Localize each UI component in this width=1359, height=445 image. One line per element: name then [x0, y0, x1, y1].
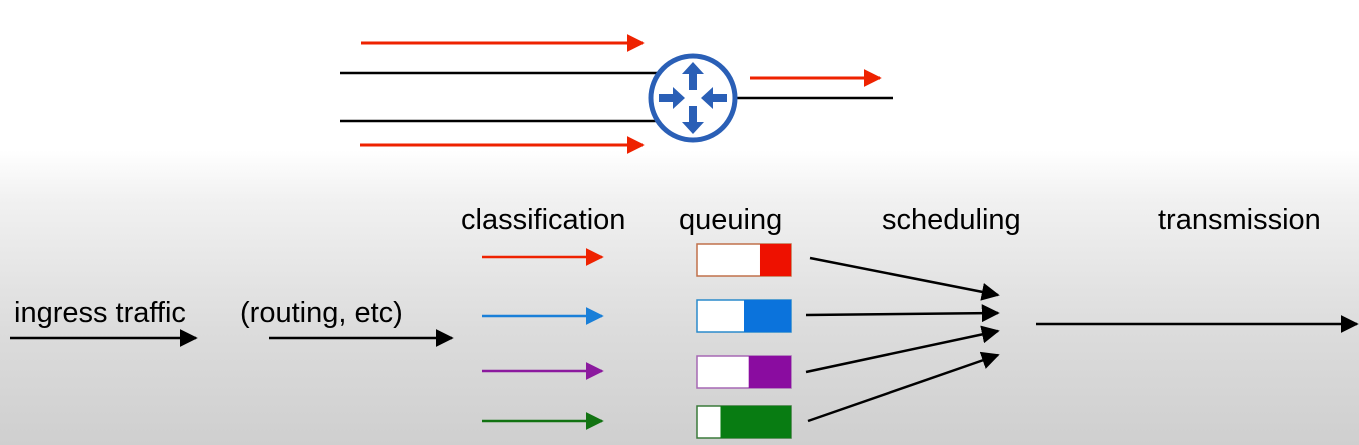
- green-queue-fill: [720, 406, 791, 438]
- stage-label-queuing: queuing: [679, 204, 782, 236]
- queues: [696, 243, 792, 439]
- schedule-arrow-purple: [805, 325, 1000, 374]
- red-queue: [696, 243, 792, 277]
- schedule-arrow-blue: [805, 304, 1000, 323]
- stage-label-scheduling: scheduling: [882, 204, 1021, 236]
- ingress-traffic-label: ingress traffic: [14, 297, 186, 329]
- schedule-arrow-red: [809, 256, 1000, 301]
- blue-queue: [696, 299, 792, 333]
- purple-queue-fill: [748, 356, 791, 388]
- router-icon: [648, 53, 738, 143]
- router-topology: [340, 34, 893, 154]
- purple-queue: [696, 355, 792, 389]
- red-queue-fill: [759, 244, 791, 276]
- green-queue: [696, 405, 792, 439]
- blue-queue-fill: [744, 300, 791, 332]
- schedule-arrow-green: [807, 351, 1000, 423]
- stage-label-transmission: transmission: [1158, 204, 1321, 236]
- routing-label: (routing, etc): [240, 297, 403, 329]
- stage-label-classification: classification: [461, 204, 625, 236]
